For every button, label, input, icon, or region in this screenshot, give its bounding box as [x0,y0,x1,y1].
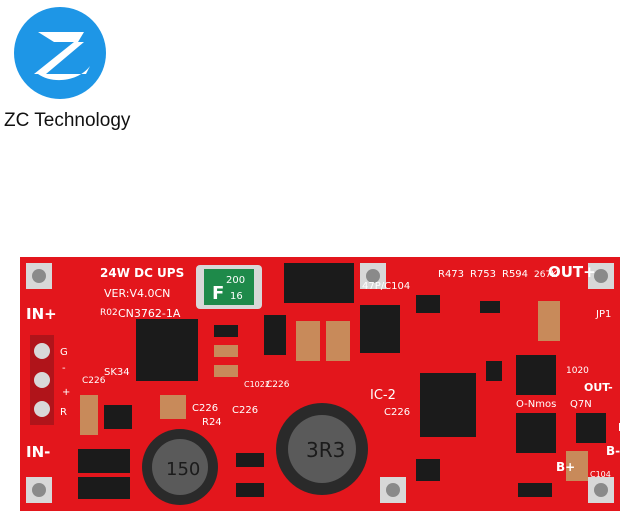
in-plus-label: IN+ [26,305,57,323]
logo-swoosh-top [38,32,84,42]
mosfet [516,413,556,453]
cap-code-label: C1022 [244,380,270,389]
fuse [204,269,254,305]
c226-a-label: C226 [82,376,106,386]
r-label: R [60,407,67,418]
resistor [236,483,264,497]
transistor [104,405,132,429]
top-diode [284,263,354,303]
board-version: VER:V4.0CN [104,287,170,300]
q7n-label: Q7N [570,399,592,410]
board-title: 24W DC UPS [100,266,184,280]
logo-swoosh-bottom [38,66,90,81]
cap-47p-label: 47P/C104 [362,281,410,292]
ic2-chip [420,373,476,437]
mosfet [516,355,556,395]
capacitor [160,395,186,419]
b-minus-label: B- [606,444,620,458]
c226-c-label: C226 [232,405,258,416]
pin-minus-label: - [62,363,66,374]
r1020-label: 1020 [566,366,589,376]
brand-name: ZC Technology [4,110,131,131]
mount-hole [32,483,46,497]
logo-swoosh-diagonal [34,42,84,74]
inductor-left-value: 150 [166,459,200,480]
ic1-label: CN3762-1A [118,307,181,320]
transistor [576,413,606,443]
resistor [214,345,238,357]
r594-label: R594 [502,269,528,280]
inductor-left-core [152,439,208,495]
r753-label: R753 [470,269,496,280]
resistor [518,483,552,497]
out-plus-label: OUT+ [548,263,596,281]
sk34-label: SK34 [104,367,130,378]
capacitor-dark [264,315,286,355]
capacitor [566,451,588,481]
r473-label: R473 [438,269,464,280]
pin-plus-label: + [62,387,70,398]
header-pin [34,343,50,359]
mosfet [360,305,400,353]
g-label: G [60,347,68,358]
transistor [416,295,440,313]
capacitor [538,301,560,341]
diode-bottom [78,449,130,473]
mount-hole [366,269,380,283]
header-pin [34,401,50,417]
pcb-board: IN+ IN- 24W DC UPS VER:V4.0CN CN3762-1A … [20,257,627,511]
nmos-label: O-Nmos [516,399,556,410]
r267k-label: 267K [534,270,558,280]
ic2-label: IC-2 [370,388,396,403]
zc-logo [14,7,106,99]
fuse-value-top: 200 [226,275,245,286]
c226-b-label: C226 [192,403,218,414]
ic1-chip [136,319,198,381]
logo-circle [14,7,106,99]
n-label: N [618,421,627,434]
in-minus-label: IN- [26,443,50,461]
resistor [480,301,500,313]
b-plus-label: B+ [556,460,575,474]
resistor [486,361,502,381]
resistor [236,453,264,467]
r24-label: R24 [202,417,222,428]
mount-hole [594,269,608,283]
mount-hole [594,483,608,497]
c104-label: C104 [590,470,611,479]
capacitor [80,395,98,435]
fuse-value-bottom: 16 [230,291,243,302]
mount-hole [32,269,46,283]
fuse-letter: F [212,283,224,304]
resistor [214,325,238,337]
inductor-right-core [288,415,356,483]
inductor-right-value: 3R3 [306,438,345,462]
r02-label: R02 [100,308,118,318]
out-minus-label: OUT- [584,381,613,394]
header-pin [34,372,50,388]
capacitor [296,321,320,361]
resistor [214,365,238,377]
transistor [416,459,440,481]
c226-d-label: C226 [266,380,290,390]
capacitor [326,321,350,361]
jp1-label: JP1 [595,309,611,320]
c226-e-label: C226 [384,407,410,418]
diode-bottom [78,477,130,499]
mount-hole [386,483,400,497]
